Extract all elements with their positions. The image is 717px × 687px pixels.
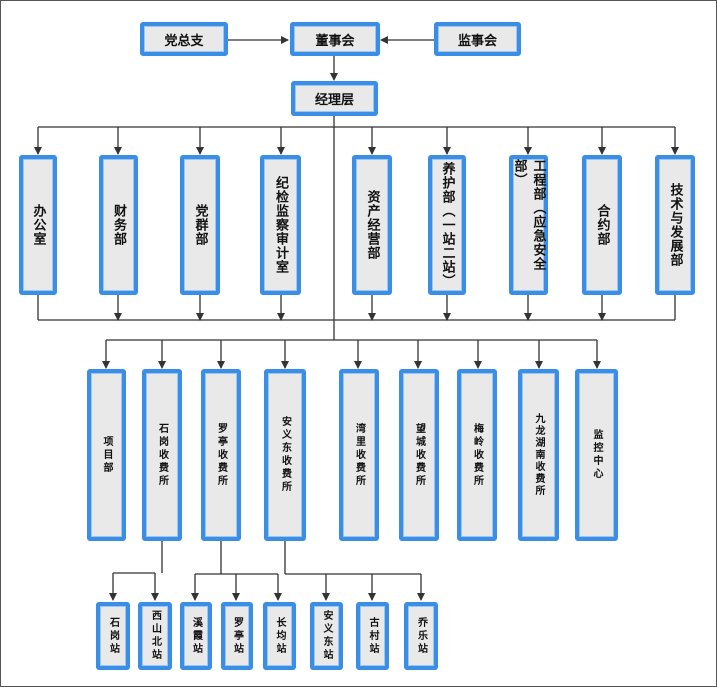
dept-asset-operation: 资产经营部 xyxy=(352,155,392,295)
unit-jiulonghunan-toll: 九龙湖南收费所 xyxy=(518,369,559,541)
dept-technology-development: 技术与发展部 xyxy=(655,155,695,295)
party-branch-box: 党总支 xyxy=(140,22,228,56)
unit-wanli-toll: 湾里收费所 xyxy=(339,369,379,541)
unit-anyidong-toll: 安义东收费所 xyxy=(264,369,306,541)
station-changjun: 长均站 xyxy=(263,602,296,670)
dept-office: 办公室 xyxy=(19,155,57,295)
dept-maintenance: 养护部（一站二站） xyxy=(428,155,466,295)
managers-box: 经理层 xyxy=(291,81,378,116)
dept-party-affairs: 党群部 xyxy=(180,155,220,295)
station-xishanbei: 西山北站 xyxy=(138,602,172,670)
dept-contracts: 合约部 xyxy=(582,155,622,295)
station-luoting: 罗亭站 xyxy=(221,602,253,670)
unit-meiling-toll: 梅岭收费所 xyxy=(457,369,497,541)
board-box: 董事会 xyxy=(290,22,380,56)
unit-shigang-toll: 石岗收费所 xyxy=(142,369,182,541)
dept-finance: 财务部 xyxy=(99,155,138,295)
unit-monitoring-center: 监控中心 xyxy=(575,369,618,541)
supervisors-box: 监事会 xyxy=(434,22,521,56)
dept-discipline-audit: 纪检监察审计室 xyxy=(260,155,301,295)
station-qiaole: 乔乐站 xyxy=(404,602,438,670)
station-xixia: 溪霞站 xyxy=(180,602,212,670)
unit-project-dept: 项目部 xyxy=(87,369,126,541)
unit-wangcheng-toll: 望城收费所 xyxy=(399,369,439,541)
station-gucun: 古村站 xyxy=(356,602,389,670)
station-shigang: 石岗站 xyxy=(96,602,130,670)
dept-engineering: 工程部（应急安全部） xyxy=(509,155,548,295)
station-anyidong: 安义东站 xyxy=(310,602,343,670)
unit-luoting-toll: 罗亭收费所 xyxy=(201,369,241,541)
